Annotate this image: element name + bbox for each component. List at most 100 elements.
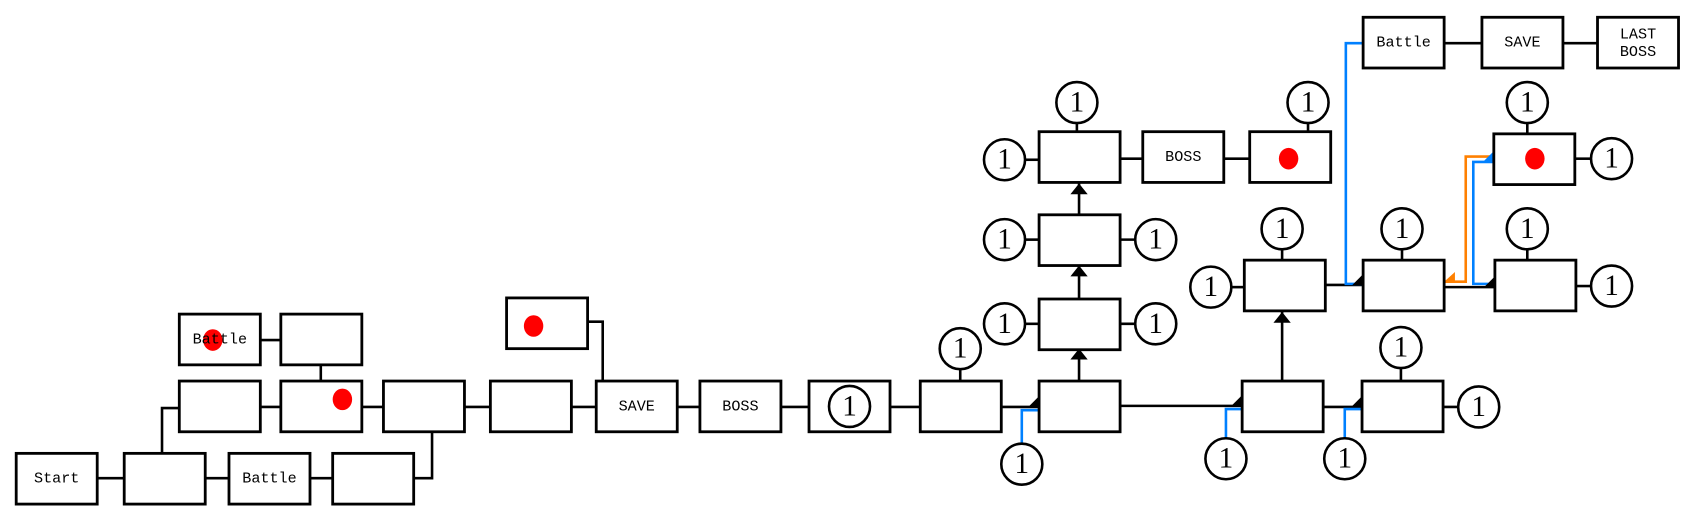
room-node[interactable]	[1360, 379, 1445, 434]
token-circle	[1505, 80, 1550, 125]
room-node[interactable]	[1037, 379, 1122, 434]
room-node[interactable]	[382, 379, 466, 434]
token-label: 1	[1520, 87, 1535, 119]
room-node[interactable]	[1037, 130, 1122, 184]
event-dot-icon	[332, 388, 353, 411]
room-node[interactable]	[331, 451, 416, 506]
boss-node[interactable]: BOSS	[1141, 130, 1226, 184]
token-label: 1	[1395, 213, 1410, 245]
node-label: SAVE	[1504, 34, 1540, 52]
node-label: Battle	[193, 330, 247, 348]
room-node[interactable]	[1242, 258, 1327, 313]
orange-path-connector	[1444, 155, 1494, 284]
node-box	[227, 451, 312, 506]
node-label: LAST	[1620, 26, 1656, 44]
room-node[interactable]	[1493, 258, 1578, 313]
event-dot-icon	[1278, 147, 1299, 170]
token-label: 1	[1015, 448, 1030, 480]
node-box	[1361, 258, 1446, 313]
start-node[interactable]: Start	[14, 451, 99, 506]
node-box	[918, 379, 1003, 434]
token-label: 1	[1604, 270, 1619, 302]
token-circle	[999, 442, 1044, 486]
token-label: 1	[1204, 271, 1219, 303]
save-node[interactable]: SAVE	[594, 379, 679, 434]
token-label: 1	[953, 333, 968, 365]
room-node[interactable]	[1240, 379, 1325, 434]
token-marker: 1	[938, 326, 983, 371]
token-marker: 1	[1322, 436, 1367, 481]
connector-line	[160, 406, 180, 454]
token-marker: 1	[1505, 80, 1550, 125]
token-marker: 1	[982, 302, 1027, 346]
token-label: 1	[1070, 87, 1085, 119]
token-circle	[1204, 436, 1248, 481]
connector-line	[586, 320, 605, 382]
event-dot-icon	[203, 329, 223, 351]
arrowhead-icon	[1070, 348, 1088, 360]
token-marker: 1	[1189, 265, 1233, 309]
arrowhead-icon	[1352, 274, 1364, 285]
node-box	[382, 379, 466, 434]
room-node[interactable]	[1492, 132, 1577, 186]
event-dot-icon	[1525, 147, 1545, 170]
room-node[interactable]	[505, 296, 589, 351]
arrowhead-icon	[1070, 183, 1088, 195]
room-node[interactable]	[1037, 213, 1122, 267]
room-node[interactable]	[1248, 130, 1333, 184]
token-circle	[982, 302, 1027, 346]
room-node[interactable]	[122, 451, 207, 506]
room-node[interactable]	[279, 379, 364, 434]
battle-node[interactable]: Battle	[177, 312, 262, 367]
token-label: 1	[1520, 213, 1535, 245]
room-node[interactable]: 1	[807, 379, 892, 434]
battle-node[interactable]: Battle	[227, 451, 312, 506]
arrowhead-icon	[1483, 151, 1494, 162]
node-box	[1037, 297, 1122, 352]
node-label: BOSS	[1620, 43, 1656, 61]
room-node[interactable]	[1037, 297, 1122, 352]
node-box	[1037, 213, 1122, 267]
node-box	[1480, 15, 1565, 70]
node-box	[1037, 379, 1122, 434]
node-box	[505, 296, 589, 351]
room-node[interactable]	[279, 312, 364, 367]
node-box	[1493, 258, 1578, 313]
token-marker: 1	[1379, 325, 1423, 370]
token-circle	[1133, 302, 1178, 346]
node-box	[1242, 258, 1327, 313]
token-circle	[1260, 207, 1304, 251]
room-node[interactable]	[918, 379, 1003, 434]
node-label: Start	[34, 470, 79, 488]
token-marker: 1	[1133, 217, 1178, 262]
token-marker: 1	[1260, 207, 1304, 251]
room-node[interactable]	[177, 379, 262, 434]
arrowhead-icon	[1273, 311, 1291, 323]
token-marker: 1	[1456, 385, 1501, 429]
battle-node[interactable]: Battle	[1361, 15, 1446, 70]
token-circle	[1379, 325, 1423, 370]
node-box	[488, 379, 573, 434]
token-marker: 1	[1204, 436, 1248, 481]
token-marker: 1	[982, 137, 1027, 182]
node-box	[594, 379, 679, 434]
connector-line	[412, 431, 434, 480]
token-label: 1	[1148, 224, 1163, 256]
token-label: 1	[1275, 213, 1290, 245]
token-circle	[1456, 385, 1501, 429]
token-label: 1	[1471, 391, 1486, 423]
node-box	[1360, 379, 1445, 434]
token-marker: 1	[999, 442, 1044, 486]
room-node[interactable]	[488, 379, 573, 434]
token-label: 1	[1394, 332, 1409, 364]
arrowhead-icon	[1070, 265, 1088, 277]
boss-node[interactable]: BOSS	[698, 379, 783, 434]
room-node[interactable]	[1361, 258, 1446, 313]
save-node[interactable]: SAVE	[1480, 15, 1565, 70]
node-box	[698, 379, 783, 434]
node-label: SAVE	[619, 397, 655, 415]
token-circle	[938, 326, 983, 371]
node-box	[1596, 15, 1680, 70]
token-label: 1	[1337, 443, 1352, 475]
